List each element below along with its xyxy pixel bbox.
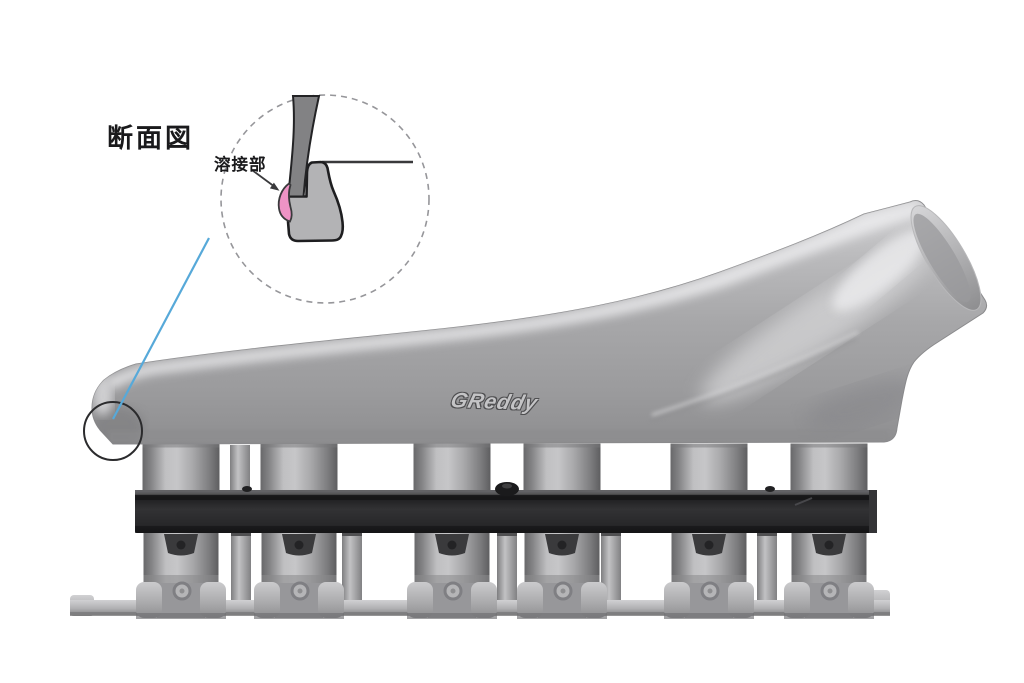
- plenum-body: [91, 200, 988, 445]
- weld-arrowhead: [269, 182, 280, 191]
- runner-tube: [260, 443, 338, 492]
- rail-standoff: [342, 533, 362, 601]
- cross-section-detail: [220, 94, 430, 304]
- weld-arrow: [251, 169, 276, 188]
- callout-line: [112, 237, 210, 420]
- weld-bead: [277, 182, 293, 223]
- rail-center-fitting: [495, 482, 519, 496]
- runner-foot: [782, 580, 876, 621]
- runner-tube: [261, 533, 337, 585]
- runner-foot: [405, 580, 499, 621]
- rail-standoff: [757, 533, 777, 601]
- runner-tube: [414, 533, 490, 585]
- runner-tube: [143, 533, 219, 585]
- runner-tube: [790, 443, 868, 492]
- runner-foot: [515, 580, 609, 621]
- section-view-heading: 断面図: [107, 123, 195, 153]
- rail-bolt: [242, 486, 252, 492]
- runner-tube: [670, 443, 748, 492]
- pipe-wall-section: [287, 95, 321, 198]
- rail-standoff: [231, 533, 251, 601]
- runner-foot: [662, 580, 756, 621]
- runner-tube: [671, 533, 747, 585]
- fuel-rail: [135, 482, 877, 533]
- runner-tube: [413, 443, 491, 492]
- runner-tube: [524, 533, 600, 585]
- rail-bolt: [765, 486, 775, 492]
- flange-cross-section: [286, 160, 345, 243]
- upper-runners: [142, 443, 868, 492]
- rail-standoff: [497, 533, 517, 601]
- detail-marker-circle: [83, 401, 143, 461]
- greddy-logo: GReddy: [448, 389, 541, 416]
- inlet-mouth: [910, 205, 982, 311]
- runner-foot: [134, 580, 228, 621]
- runner-tube: [142, 443, 220, 492]
- runner-foot: [252, 580, 346, 621]
- weld-label: 溶接部: [214, 156, 267, 174]
- runner-tube: [523, 443, 601, 492]
- runner-tube: [791, 533, 867, 585]
- rail-standoff: [230, 445, 250, 491]
